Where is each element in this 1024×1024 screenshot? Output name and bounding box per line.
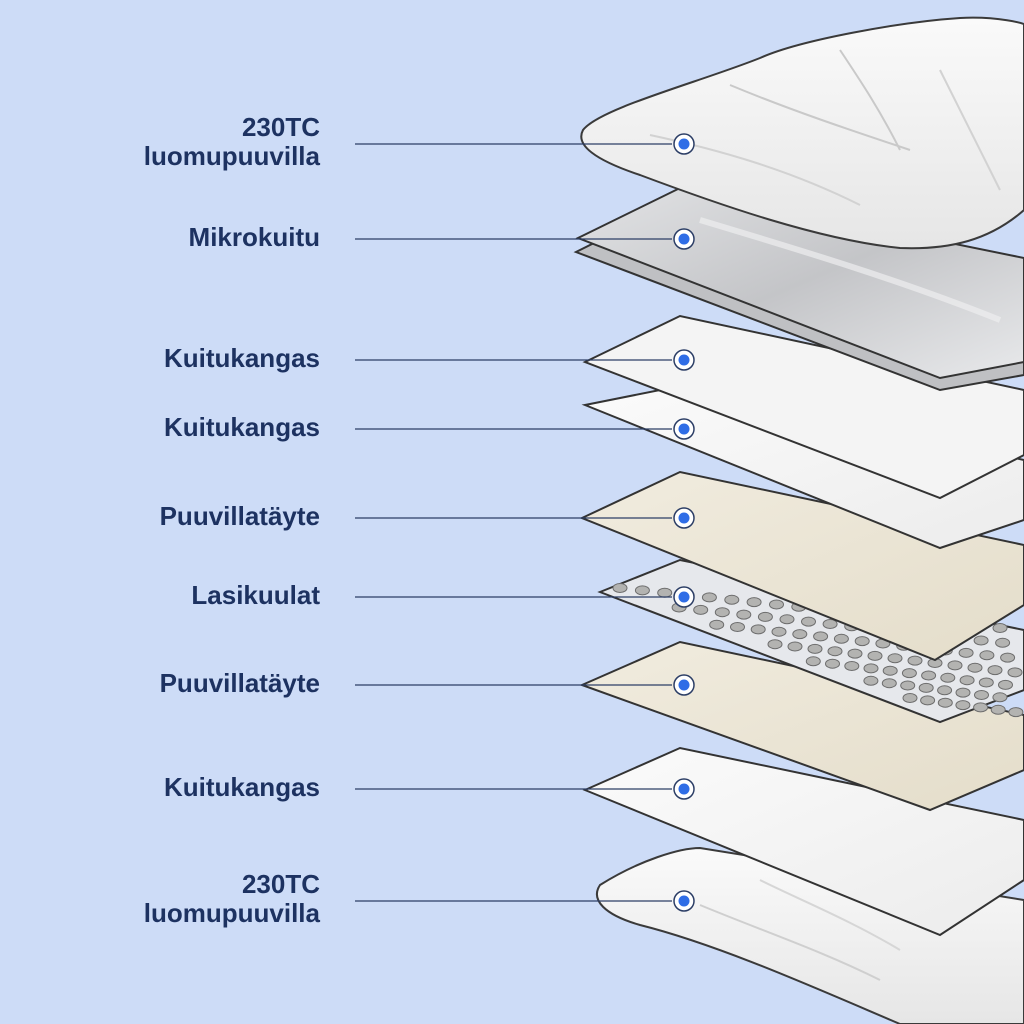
glass-bead — [854, 636, 870, 647]
glass-bead — [693, 604, 709, 615]
glass-bead — [863, 663, 879, 674]
label-fiber-fabric-1: Kuitukangas — [163, 342, 320, 373]
glass-bead — [792, 629, 808, 640]
glass-bead — [863, 675, 879, 686]
glass-bead — [987, 665, 1003, 676]
glass-bead — [958, 647, 974, 658]
glass-bead — [709, 619, 725, 630]
glass-bead — [940, 672, 956, 683]
glass-bead — [612, 583, 628, 593]
glass-bead — [918, 682, 934, 693]
marker-dot — [678, 138, 690, 150]
glass-bead — [844, 661, 860, 671]
glass-bead — [998, 679, 1013, 690]
glass-bead — [1008, 707, 1024, 718]
glass-bead — [730, 622, 745, 632]
glass-bead — [736, 609, 752, 620]
glass-bead — [827, 646, 843, 657]
glass-bead — [887, 653, 903, 664]
glass-bead — [724, 594, 740, 605]
label-line: Mikrokuitu — [188, 221, 320, 252]
glass-bead — [805, 656, 821, 667]
label-cotton-fill-2: Puuvillatäyte — [159, 667, 320, 698]
glass-bead — [1007, 667, 1023, 678]
label-line: Puuvillatäyte — [159, 500, 320, 531]
marker-dot — [678, 679, 690, 691]
glass-bead — [901, 668, 917, 679]
label-fiber-fabric-3: Kuitukangas — [163, 771, 320, 802]
leader-lines — [355, 133, 695, 912]
glass-bead — [937, 685, 953, 696]
glass-bead — [959, 675, 975, 686]
glass-bead — [701, 592, 717, 603]
marker-dot — [678, 512, 690, 524]
glass-bead — [921, 670, 937, 681]
label-line: 230TC — [241, 869, 320, 899]
glass-bead — [787, 641, 803, 652]
marker-dot — [678, 591, 690, 603]
label-line: Kuitukangas — [163, 771, 320, 802]
glass-bead — [881, 678, 897, 689]
layer-fiber-fabric-3 — [582, 746, 1024, 937]
glass-bead — [746, 597, 762, 608]
glass-bead — [657, 587, 673, 598]
label-line: Lasikuulat — [191, 579, 320, 610]
glass-bead — [973, 702, 989, 713]
label-fiber-fabric-2: Kuitukangas — [163, 411, 320, 442]
glass-bead — [900, 680, 916, 691]
glass-bead — [920, 695, 936, 706]
glass-bead — [634, 585, 650, 596]
glass-bead — [902, 693, 918, 703]
marker-dot — [678, 354, 690, 366]
glass-bead — [714, 607, 730, 618]
glass-bead — [769, 599, 784, 610]
glass-bead — [813, 631, 829, 642]
glass-bead — [992, 623, 1008, 633]
glass-bead — [955, 700, 971, 711]
marker-dot — [678, 233, 690, 245]
glass-bead — [990, 704, 1006, 715]
label-line: Kuitukangas — [163, 342, 320, 373]
marker-dot — [678, 783, 690, 795]
glass-bead — [833, 633, 849, 644]
glass-bead — [967, 662, 983, 673]
glass-bead — [992, 692, 1008, 703]
glass-bead — [801, 616, 816, 627]
marker-dot — [678, 423, 690, 435]
layer-fiber-fabric-1 — [582, 314, 1024, 500]
glass-bead — [779, 614, 795, 625]
glass-bead — [973, 635, 989, 646]
glass-bead — [757, 611, 773, 622]
glass-bead — [882, 665, 898, 676]
glass-bead — [974, 690, 989, 700]
glass-bead — [807, 643, 823, 654]
glass-bead — [1000, 652, 1016, 663]
glass-bead — [822, 619, 838, 629]
label-line: Kuitukangas — [163, 411, 320, 442]
glass-bead — [767, 639, 783, 650]
glass-bead — [907, 655, 923, 666]
label-microfiber: Mikrokuitu — [188, 221, 320, 252]
glass-bead — [847, 648, 863, 659]
label-cotton-fill-1: Puuvillatäyte — [159, 500, 320, 531]
label-glass-beads: Lasikuulat — [191, 579, 320, 610]
label-line: luomupuuvilla — [143, 898, 320, 928]
marker-dot — [678, 895, 690, 907]
glass-bead — [771, 626, 787, 637]
label-line: 230TC — [241, 112, 320, 142]
label-line: Puuvillatäyte — [159, 667, 320, 698]
glass-bead — [750, 624, 766, 635]
glass-bead — [978, 677, 994, 688]
label-line: luomupuuvilla — [143, 141, 320, 171]
glass-bead — [867, 650, 883, 661]
glass-bead — [825, 658, 840, 669]
glass-bead — [979, 650, 995, 661]
glass-bead — [937, 697, 953, 708]
glass-bead — [955, 687, 971, 698]
glass-bead — [995, 637, 1011, 648]
glass-bead — [947, 660, 963, 671]
